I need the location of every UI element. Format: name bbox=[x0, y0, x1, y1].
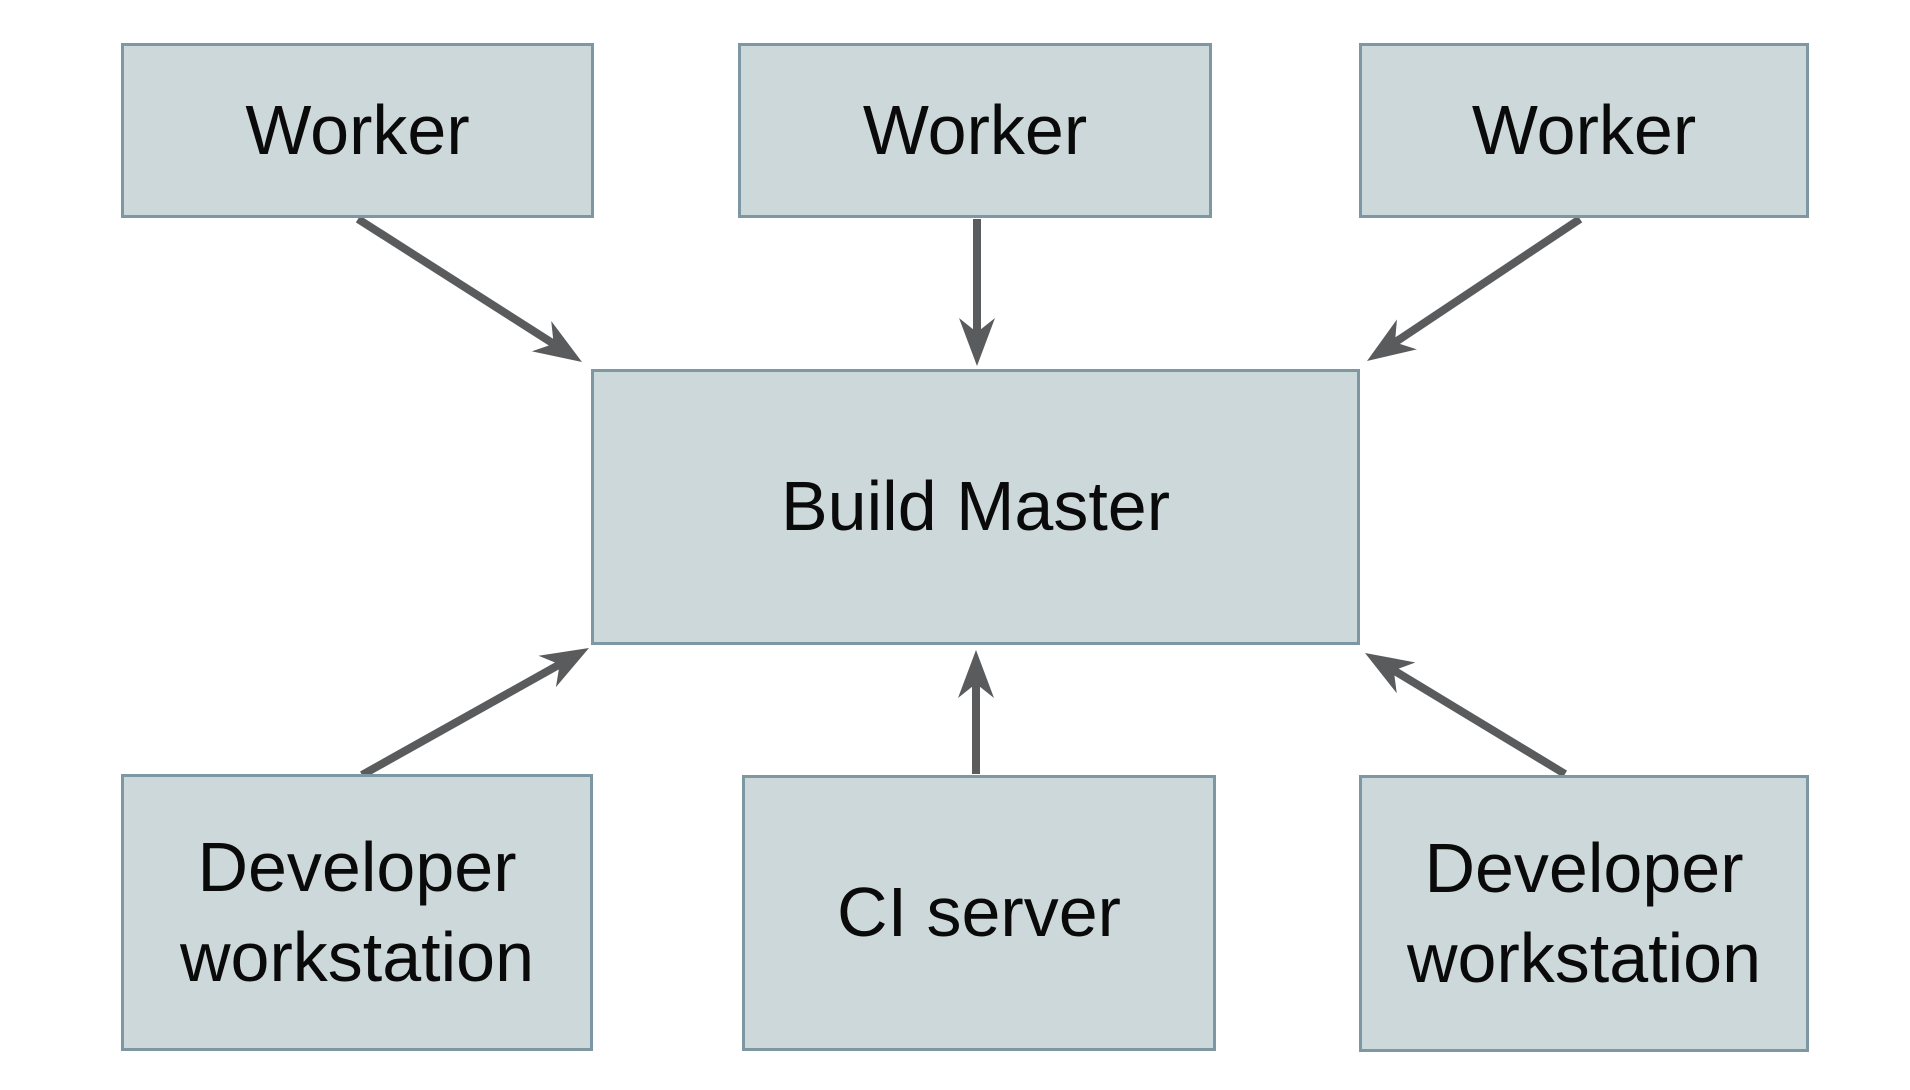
node-label: Build Master bbox=[780, 467, 1171, 546]
edge-worker-3-to-build-master bbox=[1367, 215, 1583, 361]
node-label: Worker bbox=[862, 90, 1088, 169]
node-label: Worker bbox=[1471, 90, 1697, 169]
node-worker-2: Worker bbox=[738, 43, 1212, 218]
node-dev-workstation-right: Developer workstation bbox=[1359, 775, 1809, 1052]
node-label: CI server bbox=[837, 873, 1121, 952]
edge-worker-1-to-build-master bbox=[355, 215, 582, 363]
edge-dev-workstation-right-to-build-master bbox=[1365, 653, 1568, 778]
node-build-master: Build Master bbox=[591, 369, 1360, 645]
node-label: Developer workstation bbox=[1406, 828, 1762, 997]
node-worker-3: Worker bbox=[1359, 43, 1809, 218]
node-dev-workstation-left: Developer workstation bbox=[121, 774, 593, 1051]
node-label: Worker bbox=[245, 90, 470, 169]
edge-dev-workstation-left-to-build-master bbox=[360, 648, 589, 779]
node-label: Developer workstation bbox=[179, 827, 535, 996]
node-worker-1: Worker bbox=[121, 43, 594, 218]
node-ci-server: CI server bbox=[742, 775, 1216, 1051]
